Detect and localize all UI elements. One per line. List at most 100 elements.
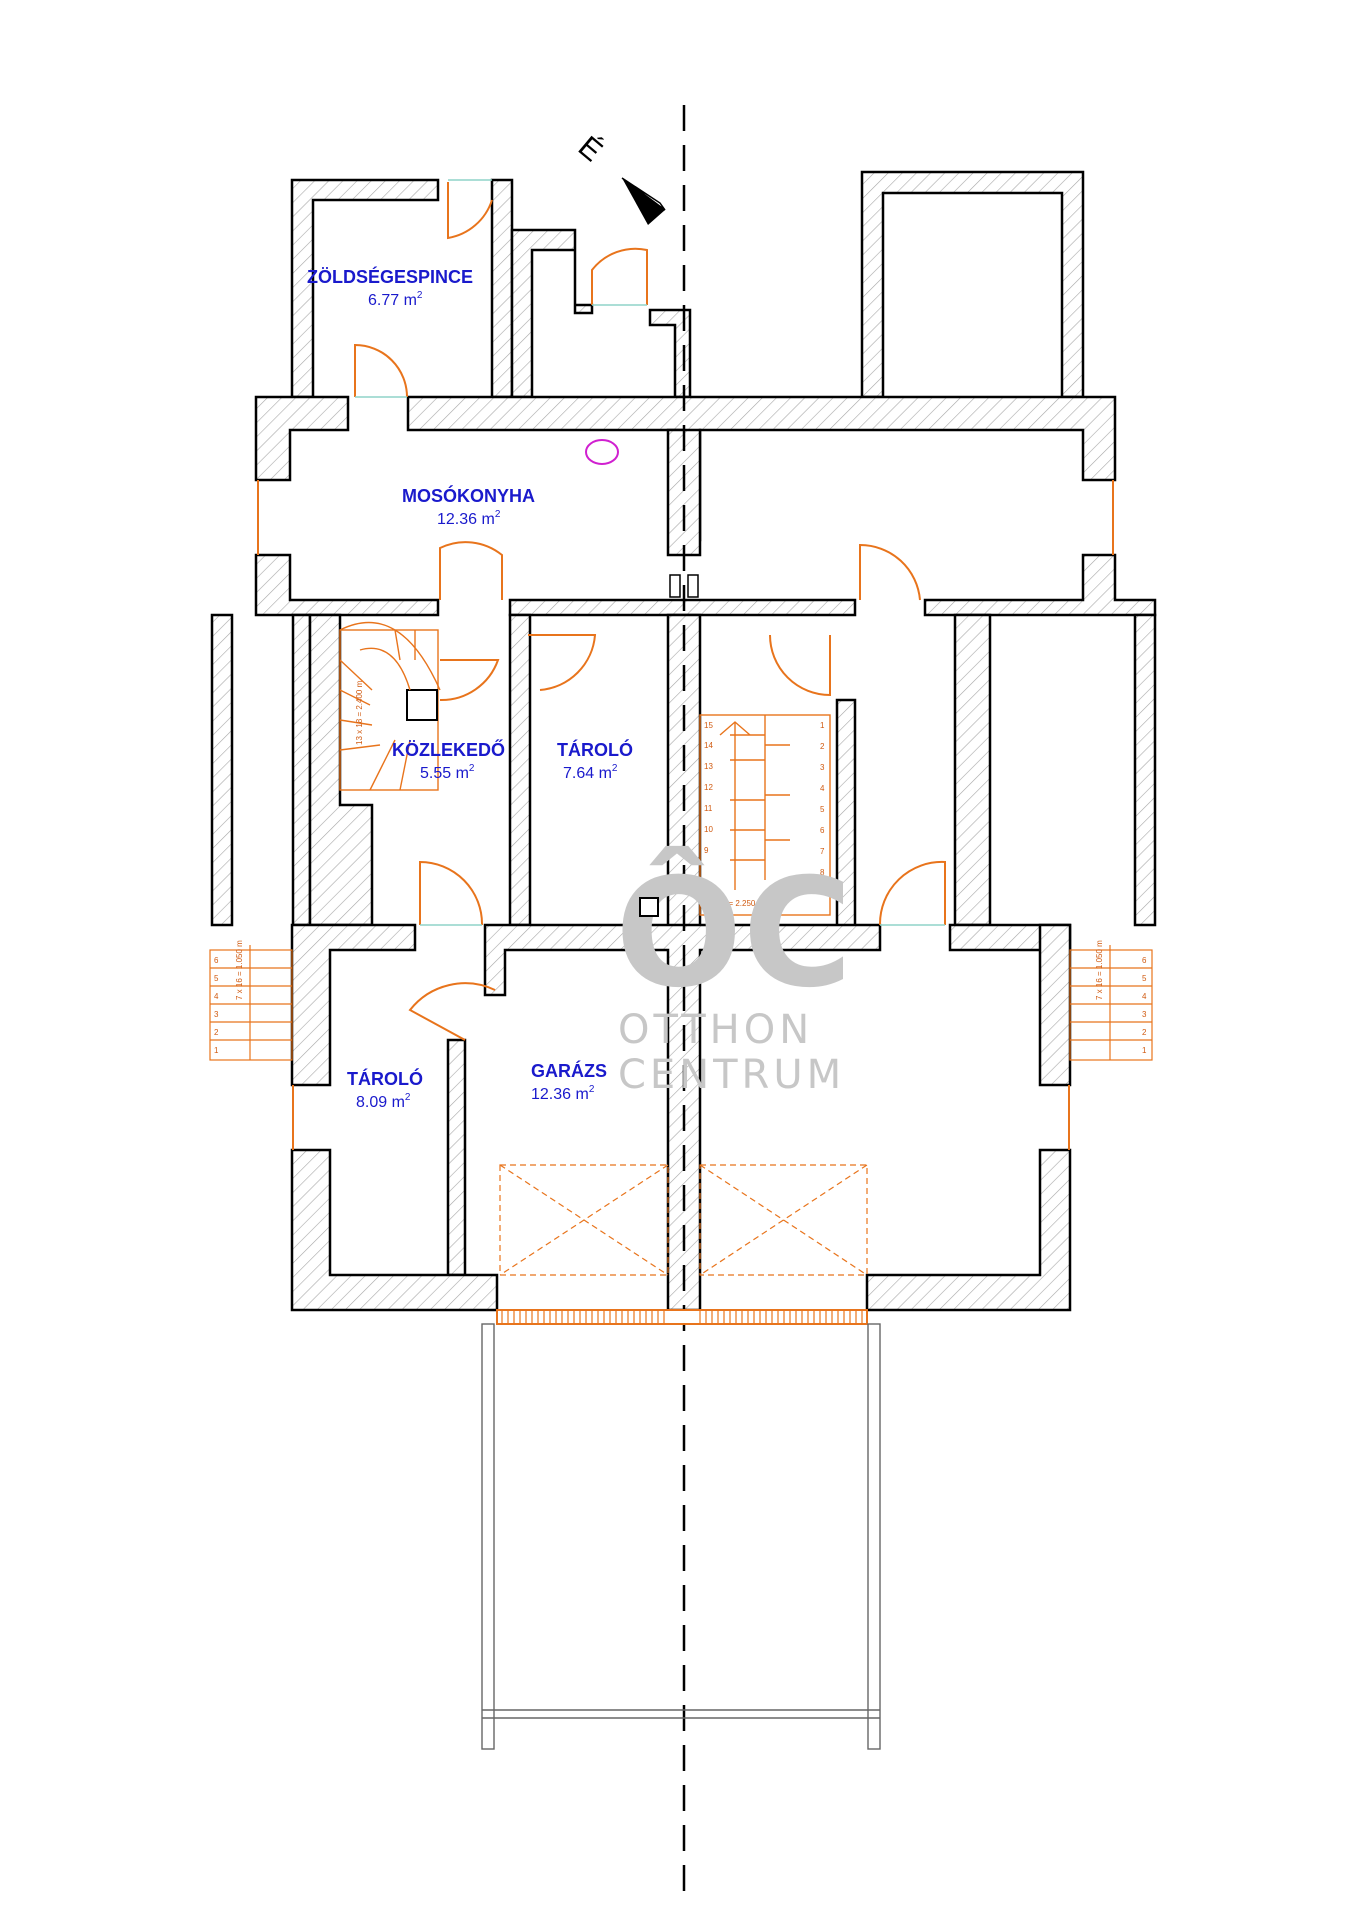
wall-pince-right <box>490 178 514 399</box>
side-note-right: 7 x 16 = 1.050 m <box>1095 940 1104 1000</box>
door-right-unit-top <box>859 543 921 601</box>
step-right-5: 5 <box>820 805 825 814</box>
step-left-6: 10 <box>704 825 713 834</box>
side-step-l1: 6 <box>214 956 219 965</box>
wall-right-inner <box>953 613 992 927</box>
step-left-4: 12 <box>704 783 713 792</box>
room-name: KÖZLEKEDŐ <box>392 739 505 760</box>
side-step-r4: 3 <box>1142 1010 1147 1019</box>
side-stairs <box>209 945 1153 1061</box>
svg-text:8.09 m2: 8.09 m2 <box>356 1092 411 1111</box>
door-pince-top <box>447 182 493 240</box>
room-area: 7.64 m <box>563 765 612 782</box>
room-area: 12.36 m <box>531 1086 589 1103</box>
room-name: GARÁZS <box>531 1060 607 1081</box>
wall-right-row2 <box>923 553 1157 617</box>
wall-mosokonyha-left-lower <box>254 553 440 617</box>
door-kozlekedo-bottom <box>419 860 484 926</box>
step-right-4: 4 <box>820 784 825 793</box>
room-area: 12.36 m <box>437 511 495 528</box>
room-area-sup: 2 <box>612 763 618 774</box>
wall-bottom-left <box>290 1148 499 1312</box>
side-step-r3: 4 <box>1142 992 1147 1001</box>
wall-row1-mid <box>406 395 1117 542</box>
wall-bottom-right <box>865 1148 1072 1312</box>
wall-row1-bottom <box>254 395 350 482</box>
step-left-5: 11 <box>704 804 713 813</box>
room-area-sup: 2 <box>405 1092 411 1103</box>
wall-taroló-right <box>446 1038 467 1277</box>
step-right-6: 6 <box>820 826 825 835</box>
room-tarolo-lower: TÁROLÓ 8.09 m2 <box>347 1068 423 1111</box>
door-pince-bottom <box>354 343 408 398</box>
room-area-sup: 2 <box>495 509 501 520</box>
svg-text:6.77 m2: 6.77 m2 <box>368 290 423 309</box>
side-step-r5: 2 <box>1142 1028 1147 1037</box>
straight-stair-note: 15 x 15 = 2.250 m <box>700 899 765 908</box>
room-name: MOSÓKONYHA <box>402 485 535 506</box>
windows <box>355 179 945 926</box>
room-area-sup: 2 <box>417 290 423 301</box>
room-name: TÁROLÓ <box>557 739 633 760</box>
wall-left-inner <box>291 613 312 927</box>
carport-frame <box>481 1323 881 1750</box>
room-name: TÁROLÓ <box>347 1068 423 1089</box>
watermark-line1: OTTHON <box>618 1007 813 1053</box>
door-small-room <box>591 247 648 305</box>
room-labels: ZÖLDSÉGESPINCE 6.77 m2 MOSÓKONYHA 12.36 … <box>307 266 633 1111</box>
svg-text:12.36 m2: 12.36 m2 <box>531 1084 595 1103</box>
room-area-sup: 2 <box>589 1084 595 1095</box>
room-mosokonyha: MOSÓKONYHA 12.36 m2 <box>402 485 535 528</box>
door-mosokonyha <box>439 541 503 600</box>
step-right-1: 1 <box>820 721 825 730</box>
room-zoldsegespince: ZÖLDSÉGESPINCE 6.77 m2 <box>307 266 473 309</box>
room-tarolo-upper: TÁROLÓ 7.64 m2 <box>557 739 633 782</box>
door-kozlekedo-stair <box>439 659 500 702</box>
room-area-sup: 2 <box>469 763 475 774</box>
step-left-2: 14 <box>704 741 713 750</box>
room-garazs: GARÁZS 12.36 m2 <box>531 1060 607 1103</box>
door-right-stair <box>769 634 831 697</box>
otthon-centrum-watermark: ÔC OTTHON CENTRUM <box>615 846 853 1098</box>
step-left-3: 13 <box>704 762 713 771</box>
svg-text:7.64 m2: 7.64 m2 <box>563 763 618 782</box>
svg-text:5.55 m2: 5.55 m2 <box>420 763 475 782</box>
north-arrow-icon: É <box>572 130 666 225</box>
wall-row3-left <box>290 923 417 1087</box>
garage-doors <box>499 1164 868 1276</box>
step-right-8: 8 <box>820 868 825 877</box>
step-right-3: 3 <box>820 763 825 772</box>
wall-left-outer <box>210 613 234 927</box>
room-area: 8.09 m <box>356 1094 405 1111</box>
compass-label: É <box>572 130 609 168</box>
walls <box>210 170 1157 1312</box>
spiral-stair: 13 x 18 = 2.400 m <box>339 621 441 791</box>
floor-drain-icon <box>585 439 619 465</box>
side-step-l5: 2 <box>214 1028 219 1037</box>
side-step-r1: 6 <box>1142 956 1147 965</box>
side-step-r2: 5 <box>1142 974 1147 983</box>
side-note-left: 7 x 16 = 1.050 m <box>235 940 244 1000</box>
step-left-7: 9 <box>704 846 709 855</box>
center-post-icon-2 <box>687 574 699 598</box>
straight-stair <box>699 714 831 916</box>
doors <box>257 182 1114 1150</box>
wall-row3-right-outer <box>1038 923 1072 1087</box>
step-right-7: 7 <box>820 847 825 856</box>
side-step-l6: 1 <box>214 1046 219 1055</box>
spiral-stair-note: 13 x 18 = 2.400 m <box>355 680 364 745</box>
wall-top-right-block <box>860 170 1085 399</box>
step-left-1: 15 <box>704 721 713 730</box>
wall-zoldsegespince <box>290 178 440 399</box>
straight-stair-numbers: 15 14 13 12 11 10 9 1 2 3 4 5 6 7 8 15 x… <box>700 721 825 908</box>
room-area: 5.55 m <box>420 765 469 782</box>
side-stair-numbers: 6 5 4 3 2 1 7 x 16 = 1.050 m 6 5 4 3 2 1… <box>214 940 1147 1055</box>
watermark-line2: CENTRUM <box>618 1052 845 1098</box>
door-garazs <box>408 982 496 1041</box>
side-step-l3: 4 <box>214 992 219 1001</box>
wall-right-outer <box>1133 613 1157 927</box>
center-post-icon <box>669 574 681 598</box>
wall-row2-top <box>508 598 857 617</box>
watermark-monogram: ÔC <box>615 846 853 1021</box>
